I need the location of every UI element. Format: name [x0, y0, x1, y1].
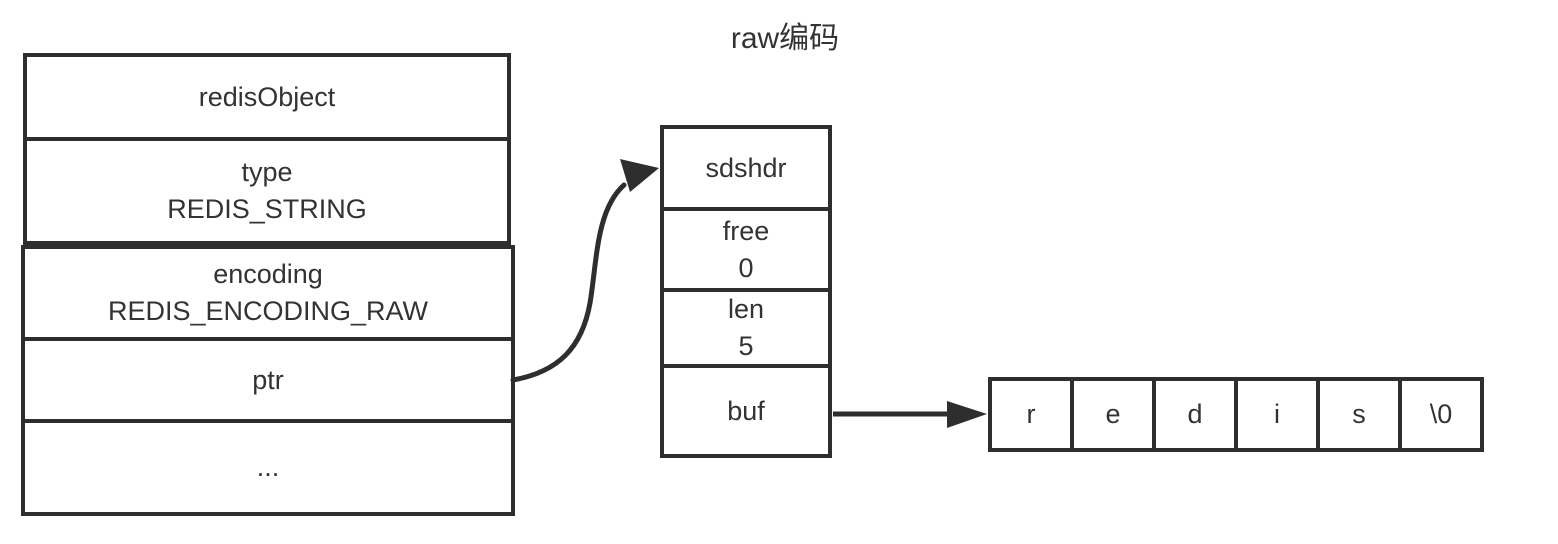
buffer-cell: s	[1316, 377, 1402, 452]
buffer-char: \0	[1429, 399, 1453, 429]
row-buf: buf	[664, 364, 828, 454]
row-ellipsis: ...	[25, 419, 511, 512]
buffer-char: d	[1187, 399, 1203, 429]
redis-object-box-lower: encoding REDIS_ENCODING_RAW ptr ...	[21, 245, 515, 516]
row-label: free	[722, 215, 770, 246]
char-buffer: r e d i s \0	[988, 377, 1484, 452]
buffer-cell: e	[1070, 377, 1156, 452]
row-label: redisObject	[198, 81, 336, 112]
row-label: len	[727, 294, 765, 324]
buffer-char: s	[1352, 399, 1366, 429]
ptr-arrow	[510, 159, 659, 383]
diagram-title: raw编码	[730, 22, 840, 55]
row-value: 5	[738, 331, 754, 361]
row-ptr: ptr	[25, 337, 511, 419]
row-type: type REDIS_STRING	[27, 137, 507, 241]
buffer-char: r	[1026, 399, 1036, 429]
row-value: 0	[738, 252, 754, 283]
buffer-cell: r	[988, 377, 1074, 452]
row-value: REDIS_STRING	[167, 194, 367, 224]
buffer-cell: \0	[1398, 377, 1484, 452]
buffer-cell: d	[1152, 377, 1238, 452]
row-label: encoding	[213, 259, 323, 289]
buffer-char: i	[1274, 399, 1280, 429]
buf-arrow	[833, 401, 987, 428]
redis-object-box: redisObject type REDIS_STRING	[23, 53, 511, 245]
row-label: ...	[256, 452, 280, 482]
buffer-char: e	[1105, 399, 1121, 429]
row-value: REDIS_ENCODING_RAW	[107, 296, 429, 326]
row-label: ptr	[252, 364, 284, 395]
buffer-cell: i	[1234, 377, 1320, 452]
sdshdr-box: sdshdr free 0 len 5 buf	[660, 125, 832, 458]
row-label: type	[241, 157, 293, 187]
row-label: sdshdr	[705, 152, 787, 183]
row-len: len 5	[664, 288, 828, 364]
row-sdshdr: sdshdr	[664, 129, 828, 207]
row-label: buf	[727, 395, 765, 426]
row-free: free 0	[664, 207, 828, 288]
row-encoding: encoding REDIS_ENCODING_RAW	[25, 249, 511, 337]
row-redisobject: redisObject	[27, 57, 507, 137]
